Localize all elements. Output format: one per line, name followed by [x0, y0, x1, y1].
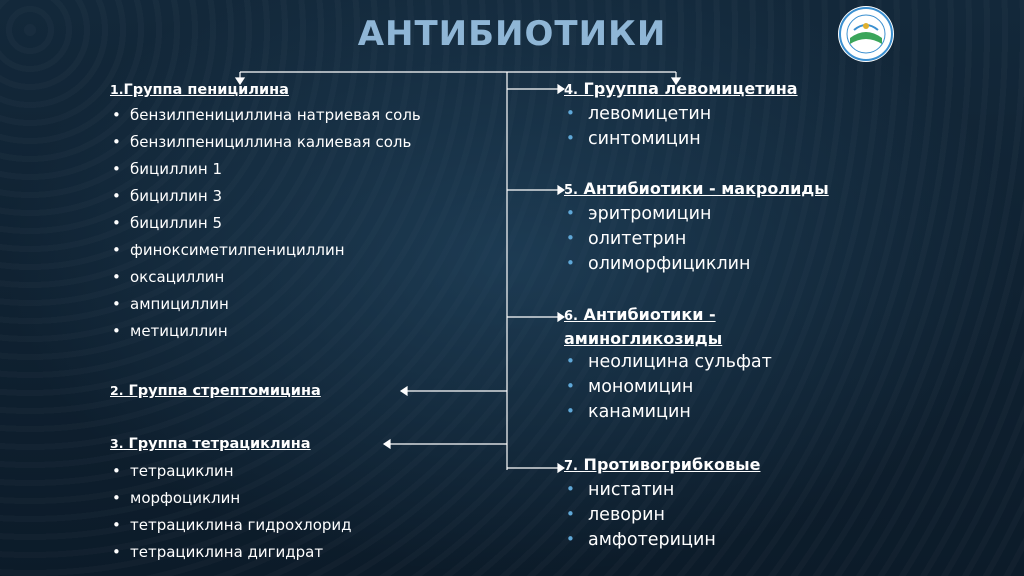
list-item: левомицетин	[564, 101, 798, 127]
list-item: неолицина сульфат	[564, 349, 772, 375]
list-item: тетрациклина дигидрат	[110, 539, 352, 566]
drug-list: неолицина сульфат мономицин канамицин	[564, 349, 772, 425]
group-heading: 7. Противогрибковые	[564, 455, 761, 474]
list-item: бициллин 3	[110, 183, 421, 210]
list-item: леворин	[564, 502, 760, 528]
group-heading: 1.Группа пеницилина	[110, 82, 289, 98]
drug-list: эритромицин олитетрин олиморфициклин	[564, 201, 829, 277]
list-item: мономицин	[564, 374, 772, 400]
list-item: канамицин	[564, 399, 772, 425]
group-penicillin: 1.Группа пеницилина бензилпенициллина на…	[110, 80, 421, 345]
group-heading: 3. Группа тетрациклина	[110, 436, 311, 452]
group-macrolides: 5. Антибиотики - макролиды эритромицин о…	[564, 178, 829, 277]
slide-title: АНТИБИОТИКИ	[357, 14, 667, 54]
drug-list: нистатин леворин амфотерицин	[564, 477, 760, 553]
group-antifungal: 7. Противогрибковые нистатин леворин амф…	[564, 454, 760, 553]
list-item: метициллин	[110, 318, 421, 345]
group-heading: 5. Антибиотики - макролиды	[564, 179, 829, 198]
list-item: бензилпенициллина калиевая соль	[110, 129, 421, 156]
group-levomycetin: 4. Грyуппа левомицетина левомицетин синт…	[564, 78, 798, 152]
drug-list: бензилпенициллина натриевая соль бензилп…	[110, 102, 421, 345]
list-item: олиморфициклин	[564, 251, 829, 277]
group-heading: 4. Грyуппа левомицетина	[564, 79, 798, 98]
list-item: бензилпенициллина натриевая соль	[110, 102, 421, 129]
list-item: морфоциклин	[110, 485, 352, 512]
list-item: нистатин	[564, 477, 760, 503]
list-item: бициллин 5	[110, 210, 421, 237]
university-logo-icon	[838, 6, 894, 62]
list-item: эритромицин	[564, 201, 829, 227]
group-tetracycline: 3. Группа тетрациклина тетрациклин морфо…	[110, 434, 352, 566]
list-item: амфотерицин	[564, 527, 760, 553]
group-streptomycin: 2. Группа стрептомицина	[110, 381, 321, 401]
list-item: тетрациклина гидрохлорид	[110, 512, 352, 539]
drug-list: тетрациклин морфоциклин тетрациклина гид…	[110, 458, 352, 566]
drug-list: левомицетин синтомицин	[564, 101, 798, 152]
group-heading: 6. Антибиотики - аминогликозиды	[564, 305, 723, 348]
list-item: тетрациклин	[110, 458, 352, 485]
list-item: бициллин 1	[110, 156, 421, 183]
list-item: олитетрин	[564, 226, 829, 252]
group-heading: 2. Группа стрептомицина	[110, 383, 321, 399]
group-aminoglycosides: 6. Антибиотики - аминогликозиды неолицин…	[564, 304, 772, 425]
list-item: оксациллин	[110, 264, 421, 291]
list-item: финоксиметилпенициллин	[110, 237, 421, 264]
list-item: синтомицин	[564, 126, 798, 152]
list-item: ампициллин	[110, 291, 421, 318]
